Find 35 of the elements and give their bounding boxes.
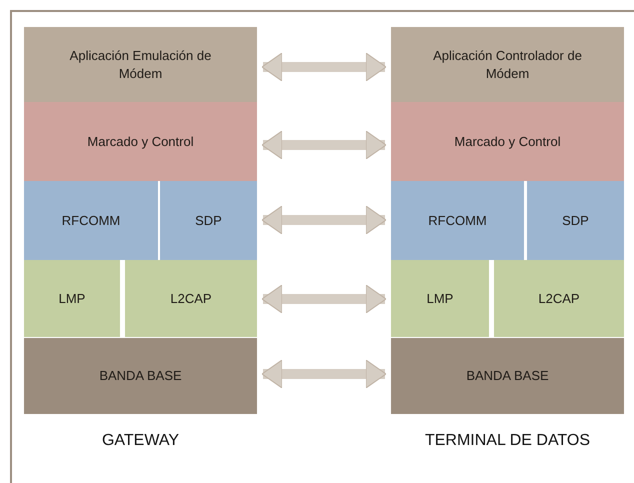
- stack-caption: TERMINAL DE DATOS: [424, 432, 592, 450]
- layer-label: LMP: [58, 290, 86, 308]
- protocol-layer: [160, 181, 257, 260]
- protocol-layer: [125, 260, 257, 337]
- double-arrow: [262, 130, 386, 160]
- layer-label: Marcado y Control: [87, 132, 194, 150]
- stack-caption: GATEWAY: [100, 432, 180, 450]
- protocol-layer: [24, 27, 257, 102]
- protocol-layer: [494, 260, 624, 337]
- double-arrow: [262, 52, 386, 82]
- layer-label: RFCOMM: [62, 212, 120, 230]
- layer-label: L2CAP: [538, 290, 580, 308]
- protocol-layer: [24, 181, 158, 260]
- protocol-layer: [391, 102, 624, 181]
- layer-label: Aplicación Controlador de Módem: [432, 46, 582, 82]
- layer-label: SDP: [195, 212, 222, 230]
- layer-label: Marcado y Control: [454, 132, 561, 150]
- protocol-layer: [391, 27, 624, 102]
- double-arrow: [262, 284, 386, 314]
- layer-label: RFCOMM: [428, 212, 487, 230]
- protocol-layer: [391, 181, 524, 260]
- protocol-layer: [24, 338, 257, 414]
- layer-label: BANDA BASE: [99, 367, 182, 385]
- protocol-layer: [391, 260, 489, 337]
- layer-label: L2CAP: [170, 290, 212, 308]
- layer-label: LMP: [426, 290, 454, 308]
- double-arrow: [262, 206, 386, 234]
- layer-label: BANDA BASE: [466, 367, 549, 385]
- layer-label: Aplicación Emulación de Módem: [68, 46, 212, 82]
- protocol-layer: [24, 260, 120, 337]
- protocol-layer: [527, 181, 624, 260]
- double-arrow: [262, 360, 386, 388]
- protocol-layer: [24, 102, 257, 181]
- protocol-layer: [391, 338, 624, 414]
- layer-label: SDP: [562, 212, 589, 230]
